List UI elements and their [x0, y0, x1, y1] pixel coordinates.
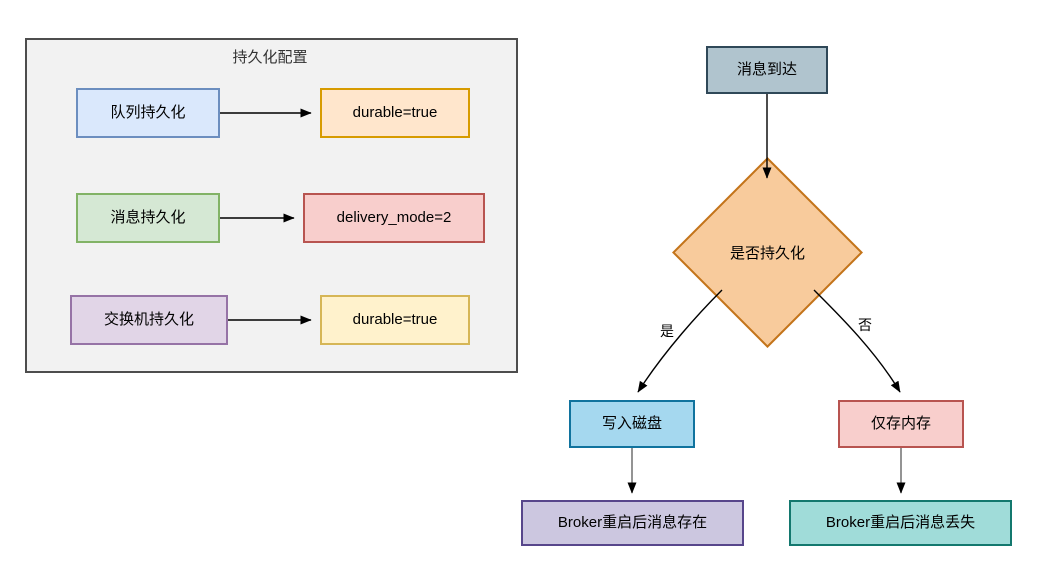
- config-target-exchange-durable[interactable]: durable=true: [320, 295, 470, 345]
- edge-label-no: 否: [857, 317, 873, 333]
- edge-label-yes: 是: [659, 323, 675, 339]
- config-target-queue-durable[interactable]: durable=true: [320, 88, 470, 138]
- config-source-queue[interactable]: 队列持久化: [76, 88, 220, 138]
- group-title: 持久化配置: [232, 49, 308, 66]
- flow-decision-is-persistent[interactable]: 是否持久化: [672, 157, 863, 348]
- config-source-exchange[interactable]: 交换机持久化: [70, 295, 228, 345]
- flow-node-memory-only[interactable]: 仅存内存: [838, 400, 964, 448]
- flow-node-message-arrives[interactable]: 消息到达: [706, 46, 828, 94]
- config-source-message[interactable]: 消息持久化: [76, 193, 220, 243]
- config-target-delivery-mode[interactable]: delivery_mode=2: [303, 193, 485, 243]
- flow-result-message-lost[interactable]: Broker重启后消息丢失: [789, 500, 1012, 546]
- flow-decision-label: 是否持久化: [729, 245, 805, 262]
- flow-node-write-to-disk[interactable]: 写入磁盘: [569, 400, 695, 448]
- flow-result-message-survives[interactable]: Broker重启后消息存在: [521, 500, 744, 546]
